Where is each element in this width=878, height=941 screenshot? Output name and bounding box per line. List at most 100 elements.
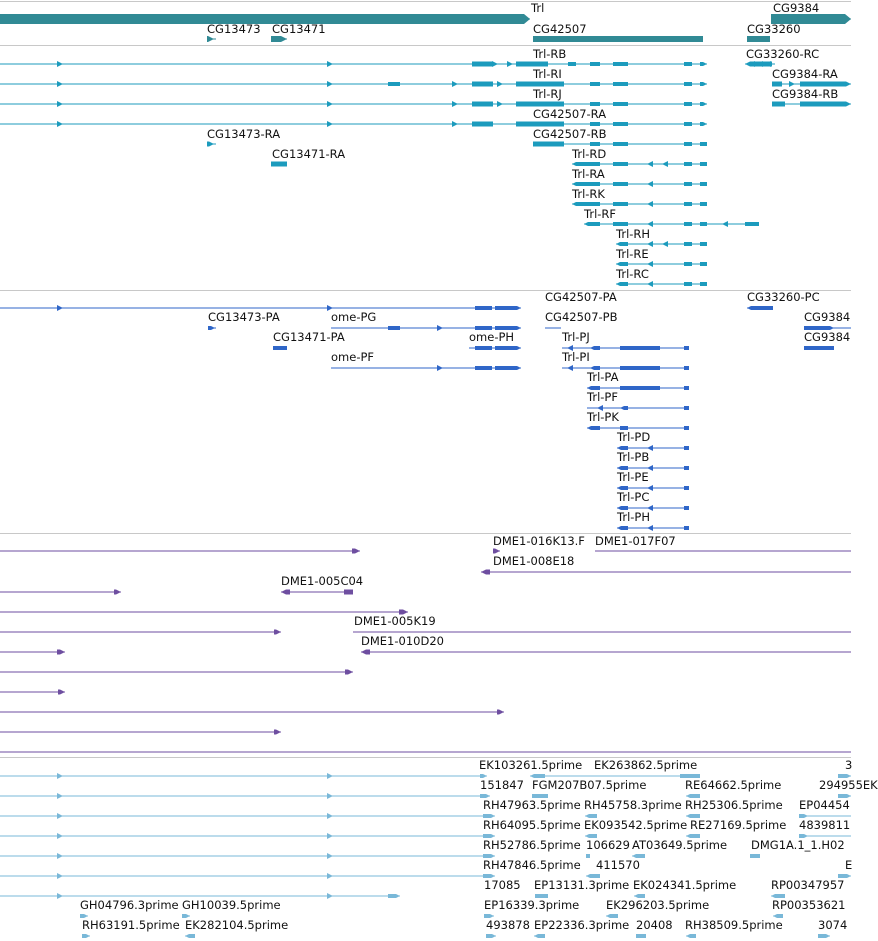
feature-ome-pf[interactable] xyxy=(331,365,521,371)
feature-trl-rd[interactable] xyxy=(572,161,707,167)
feature-dme1-016k13-f[interactable] xyxy=(493,548,500,554)
feature-label[interactable]: CG42507-PB xyxy=(545,310,618,324)
feature-dme1-010d20[interactable] xyxy=(361,649,851,655)
feature-label[interactable]: ome-PG xyxy=(331,310,377,324)
feature-label[interactable]: 294955EK xyxy=(819,778,878,792)
feature-clones-7[interactable] xyxy=(0,629,281,635)
feature-17085[interactable] xyxy=(0,893,400,899)
feature-ek263862-5prime[interactable] xyxy=(530,774,700,778)
feature-label[interactable]: DME1-016K13.F xyxy=(493,534,585,548)
feature-e[interactable] xyxy=(838,874,851,878)
feature-label[interactable]: EK103261.5prime xyxy=(479,758,583,772)
feature-label[interactable]: CG9384 xyxy=(804,330,851,344)
feature-label[interactable]: 3 xyxy=(845,758,853,772)
feature-trl-rj[interactable] xyxy=(0,101,707,107)
feature-label[interactable]: CG9384-RA xyxy=(772,67,838,81)
feature-clones-11[interactable] xyxy=(0,669,353,675)
feature-label[interactable]: CG13473 xyxy=(207,22,261,36)
feature-trl-pe[interactable] xyxy=(617,485,689,491)
feature-label[interactable]: Trl-RE xyxy=(616,247,649,261)
feature-cg42507-rb[interactable] xyxy=(533,141,707,147)
feature-trl-rb[interactable] xyxy=(0,61,707,67)
feature-ep16339-3prime[interactable] xyxy=(484,914,494,918)
feature-label[interactable]: ome-PH xyxy=(469,330,515,344)
feature-clones-4[interactable] xyxy=(0,589,121,595)
feature-label[interactable]: Trl-RB xyxy=(533,47,567,61)
feature-ek103261-5prime[interactable] xyxy=(0,773,487,779)
feature-cg13473-pa[interactable] xyxy=(208,326,216,330)
feature-ep04454[interactable] xyxy=(799,814,851,818)
feature-clones-9[interactable] xyxy=(0,649,65,655)
feature-ep13131-3prime[interactable] xyxy=(535,894,548,898)
feature-label[interactable]: EK296203.5prime xyxy=(606,898,710,912)
feature-label[interactable]: RH63191.5prime xyxy=(82,918,180,932)
feature-label[interactable]: RH64095.5prime xyxy=(483,818,581,832)
feature-label[interactable]: Trl-PB xyxy=(617,450,650,464)
feature-label[interactable]: Trl-PF xyxy=(587,390,618,404)
feature-3074[interactable] xyxy=(818,934,830,938)
feature-at03649-5prime[interactable] xyxy=(632,854,645,858)
feature-label[interactable]: 3074 xyxy=(818,918,848,932)
feature-rh47846-5prime[interactable] xyxy=(0,873,495,879)
feature-cg9384[interactable] xyxy=(804,346,834,350)
feature-label[interactable]: Trl-PA xyxy=(587,370,619,384)
feature-trl[interactable] xyxy=(0,14,530,24)
feature-label[interactable]: Trl-PD xyxy=(617,430,651,444)
feature-151847[interactable] xyxy=(0,793,490,799)
feature-cg13471[interactable] xyxy=(271,36,287,42)
feature-rp00353621[interactable] xyxy=(773,914,783,918)
feature-label[interactable]: CG13473-RA xyxy=(207,127,281,141)
feature-cg33260-pc[interactable] xyxy=(747,306,773,310)
feature-cg9384-ra[interactable] xyxy=(772,81,851,87)
feature-label[interactable]: 106629 xyxy=(586,838,630,852)
feature-dmg1a-1-1-h02[interactable] xyxy=(750,854,760,858)
feature-20408[interactable] xyxy=(636,934,646,938)
feature-label[interactable]: 411570 xyxy=(596,858,640,872)
feature-rh63191-5prime[interactable] xyxy=(82,934,90,938)
feature-cg42507-ra[interactable] xyxy=(0,121,707,127)
feature-rh38509-5prime[interactable] xyxy=(686,934,696,938)
feature-label[interactable]: 4839811 xyxy=(799,818,851,832)
feature-ek296203-5prime[interactable] xyxy=(606,914,618,918)
feature-294955ek[interactable] xyxy=(838,794,851,798)
feature-label[interactable]: E xyxy=(845,858,853,872)
feature-label[interactable]: Trl-RA xyxy=(572,167,605,181)
feature-cg9384[interactable] xyxy=(771,14,851,24)
feature-clones-0[interactable] xyxy=(0,548,360,554)
feature-rh47963-5prime[interactable] xyxy=(0,813,495,819)
feature-label[interactable]: FGM207B07.5prime xyxy=(532,778,647,792)
feature-trl-rk[interactable] xyxy=(572,201,707,207)
feature-label[interactable]: RP00353621 xyxy=(772,898,846,912)
feature-label[interactable]: DME1-005K19 xyxy=(354,614,436,628)
feature-label[interactable]: DME1-017F07 xyxy=(595,534,676,548)
feature-label[interactable]: 151847 xyxy=(480,778,524,792)
feature-trl-pi[interactable] xyxy=(562,365,689,371)
feature-label[interactable]: EK093542.5prime xyxy=(584,818,688,832)
feature-rh52786-5prime[interactable] xyxy=(0,853,495,859)
feature-trl-rc[interactable] xyxy=(616,281,707,287)
feature-3[interactable] xyxy=(838,774,851,778)
feature-label[interactable]: GH10039.5prime xyxy=(182,898,281,912)
feature-cg13473[interactable] xyxy=(207,36,216,42)
feature-gh04796-3prime[interactable] xyxy=(80,914,88,918)
feature-label[interactable]: Trl-PE xyxy=(617,470,649,484)
feature-label[interactable]: CG9384 xyxy=(804,310,851,324)
feature-trl-ph[interactable] xyxy=(617,525,689,531)
feature-label[interactable]: 20408 xyxy=(636,918,673,932)
feature-trl-pj[interactable] xyxy=(562,345,689,351)
feature-clones-13[interactable] xyxy=(0,709,504,715)
feature-label[interactable]: RH45758.3prime xyxy=(584,798,682,812)
feature-411570[interactable] xyxy=(586,874,600,878)
feature-re27169-5prime[interactable] xyxy=(686,834,700,838)
feature-label[interactable]: EK024341.5prime xyxy=(633,878,737,892)
feature-gh10039-5prime[interactable] xyxy=(182,914,190,918)
feature-cg42507-pa[interactable] xyxy=(0,305,521,311)
feature-label[interactable]: Trl-RH xyxy=(616,227,651,241)
feature-clones-12[interactable] xyxy=(0,689,65,695)
feature-label[interactable]: Trl-PK xyxy=(587,410,619,424)
feature-trl-rf[interactable] xyxy=(584,221,759,227)
feature-label[interactable]: EP16339.3prime xyxy=(484,898,580,912)
feature-label[interactable]: AT03649.5prime xyxy=(632,838,728,852)
feature-label[interactable]: 493878 xyxy=(486,918,530,932)
feature-label[interactable]: Trl xyxy=(531,1,545,15)
